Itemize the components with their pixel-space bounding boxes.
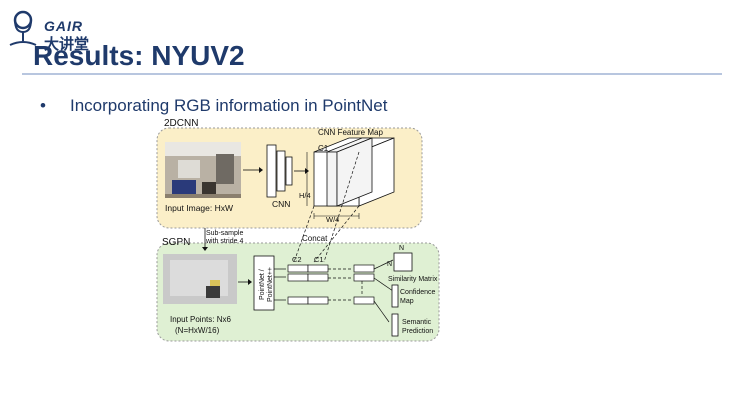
bullet-text: Incorporating RGB information in PointNe… xyxy=(70,96,388,115)
input-point-cloud xyxy=(163,254,237,304)
logo-wordmark: GAIR xyxy=(44,18,83,34)
logo-chinese: 大讲堂 xyxy=(44,35,90,53)
w4-label: W/4 xyxy=(326,215,339,224)
pointnet-box xyxy=(253,255,275,311)
confidence-map-box xyxy=(391,284,399,308)
n-side-label: N xyxy=(387,261,392,268)
gair-logo: GAIR 大讲堂 xyxy=(8,8,98,53)
sgpn-diagram: 2DCNN CNN Feature Map Input Image: HxW C… xyxy=(156,118,440,342)
confidence-label-line2: Map xyxy=(400,298,414,305)
bullet-marker: • xyxy=(40,96,46,115)
microphone-icon xyxy=(9,10,37,46)
subsample-label-line1: Sub-sample xyxy=(206,230,243,237)
input-image xyxy=(165,142,241,198)
semantic-prediction-box xyxy=(391,313,399,337)
pointnet-label-line1: PointNet / xyxy=(259,269,266,300)
cnn-feature-map-label: CNN Feature Map xyxy=(318,128,383,137)
n-top-label: N xyxy=(399,245,404,252)
subsample-label-line2: with stride 4 xyxy=(205,238,243,245)
slide-title: Results: NYUV2 xyxy=(33,40,245,71)
c2-label: C2 xyxy=(292,255,302,264)
concat-label: Concat xyxy=(302,234,328,243)
cnn-label: CNN xyxy=(272,199,290,209)
sgpn-label: SGPN xyxy=(162,237,190,248)
confidence-label-line1: Confidence xyxy=(400,289,436,296)
input-points-label-line2: (N=HxW/16) xyxy=(175,326,220,335)
c1b-label: C1 xyxy=(314,255,324,264)
semantic-label-line1: Semantic xyxy=(402,319,432,326)
c1-label: C1 xyxy=(318,144,329,153)
title-divider xyxy=(22,73,722,75)
cnn-section-label: 2DCNN xyxy=(164,118,198,129)
cnn-layers xyxy=(266,144,293,198)
semantic-label-line2: Prediction xyxy=(402,328,433,335)
input-points-label-line1: Input Points: Nx6 xyxy=(170,315,231,324)
h4-label: H/4 xyxy=(299,191,311,200)
similarity-label: Similarity Matrix xyxy=(388,276,438,283)
similarity-matrix-box xyxy=(393,252,413,272)
pointnet-label-line2: PointNet++ xyxy=(267,267,274,302)
feature-blocks xyxy=(287,264,375,305)
input-image-label: Input Image: HxW xyxy=(165,203,233,213)
cnn-feature-map xyxy=(313,137,395,207)
